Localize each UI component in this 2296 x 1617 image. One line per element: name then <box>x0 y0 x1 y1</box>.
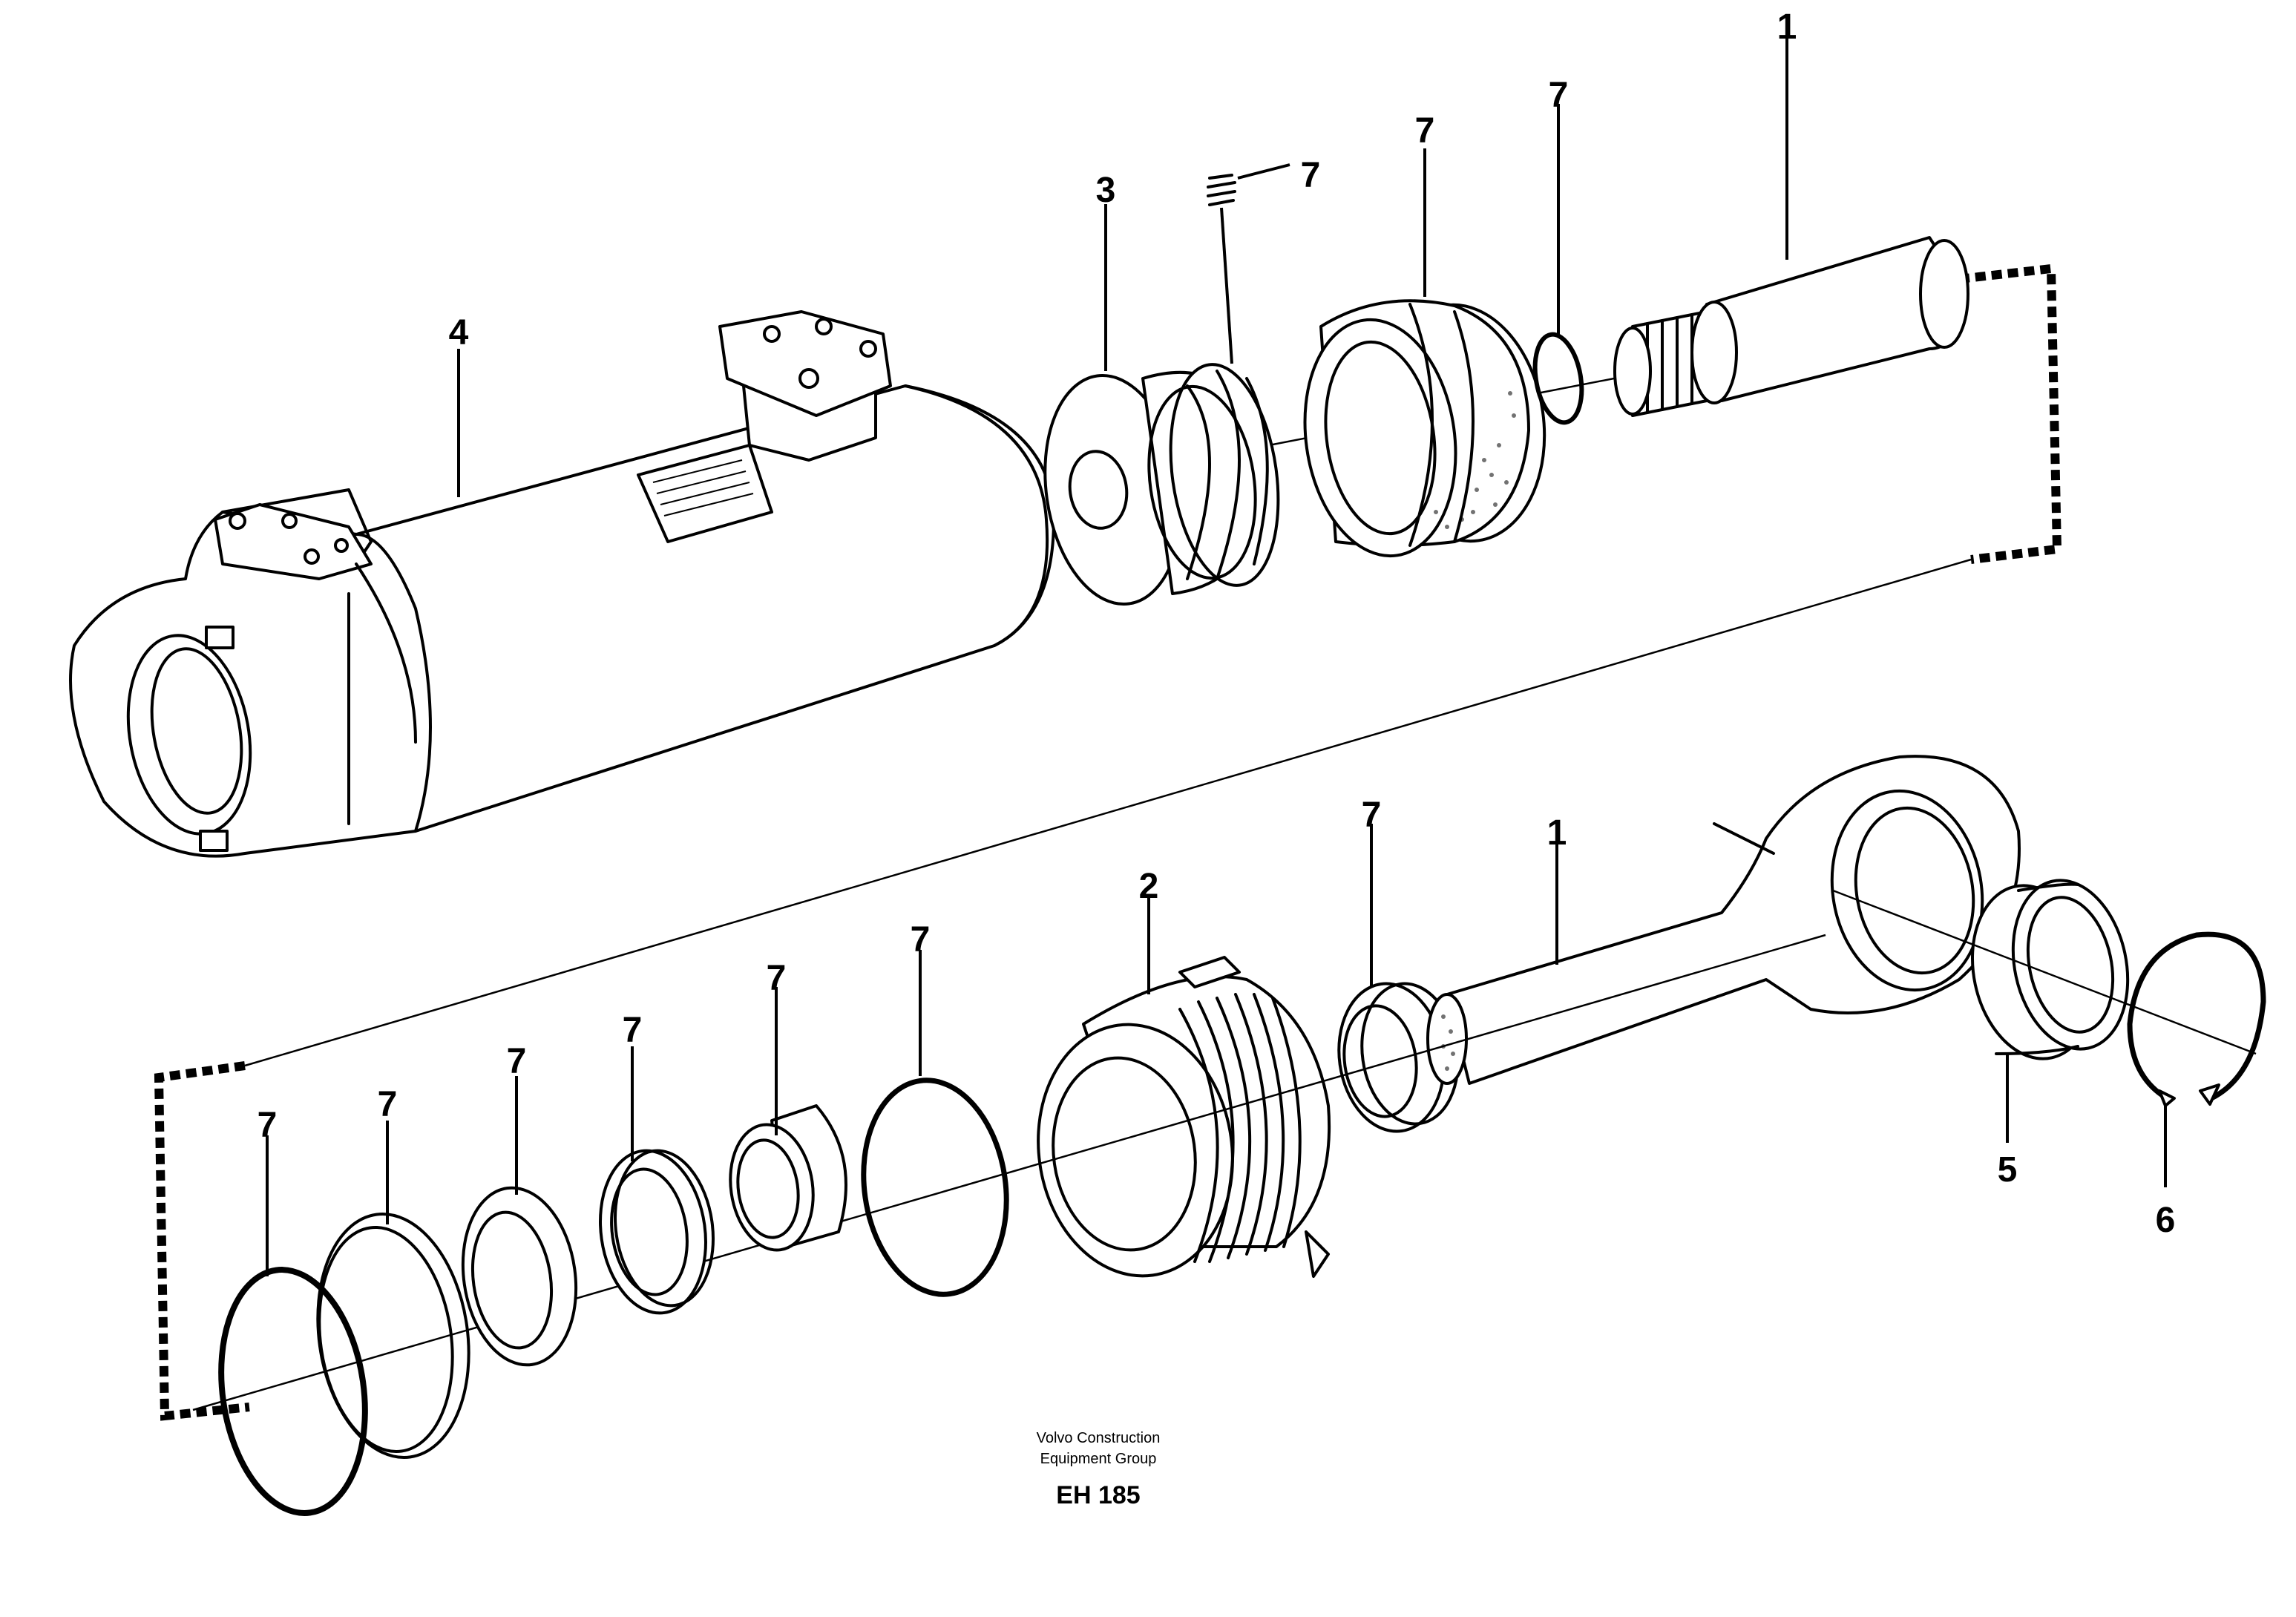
callout-rod-bottom: 1 <box>1547 813 1567 853</box>
seal-ring-a <box>218 1267 368 1516</box>
seal-ring-d <box>599 1149 715 1315</box>
callout-seal-bushing: 7 <box>767 959 787 998</box>
callout-seal-oring-large: 7 <box>911 920 931 960</box>
cylinder-head <box>1043 363 1280 606</box>
callout-piston: 2 <box>1139 867 1159 906</box>
piston-rod-bottom <box>1426 755 2021 1085</box>
seal-screw <box>1207 163 1290 364</box>
callout-seal-ring-c: 7 <box>507 1042 527 1081</box>
callout-seal-ring-b: 7 <box>378 1085 398 1124</box>
seal-bushing <box>729 1104 847 1252</box>
seal-ring-c <box>461 1186 578 1367</box>
leader-lines <box>266 30 2167 1276</box>
footer: Volvo Construction Equipment Group EH 18… <box>1037 1430 1161 1509</box>
callout-circlip: 6 <box>2156 1201 2176 1240</box>
callout-seal-ring-a: 7 <box>258 1106 278 1145</box>
footer-code: EH 185 <box>1056 1481 1140 1509</box>
seal-ring-b <box>316 1213 470 1459</box>
spherical-bearing <box>1970 879 2130 1060</box>
piston-rod-top <box>1613 236 1969 417</box>
callout-seal-ring-d: 7 <box>623 1011 643 1050</box>
piston <box>1037 956 1331 1278</box>
footer-line2: Equipment Group <box>1040 1451 1157 1467</box>
seal-oring-large <box>861 1078 1009 1297</box>
callout-bearing: 5 <box>1998 1150 2018 1190</box>
callout-cylinder-head: 3 <box>1096 171 1116 210</box>
cylinder-tube <box>69 310 1055 858</box>
bottom-assembly-axis <box>192 934 1826 1411</box>
callout-labels: 1 3 4 7 7 7 7 1 2 7 7 7 7 7 7 5 6 <box>258 7 2176 1240</box>
callout-seal-guide-ring: 7 <box>1415 111 1435 151</box>
seal-oring-top <box>1532 332 1584 425</box>
circlip <box>2127 931 2266 1107</box>
seal-guide-ring <box>1303 299 1546 558</box>
dashed-connector-frame <box>154 263 2062 1421</box>
footer-line1: Volvo Construction <box>1037 1430 1161 1446</box>
callout-rod-top: 1 <box>1777 7 1797 47</box>
callout-seal-screw: 7 <box>1301 156 1321 195</box>
callout-cylinder-tube: 4 <box>449 313 469 352</box>
callout-seal-wiper: 7 <box>1362 796 1382 835</box>
callout-seal-oring-top: 7 <box>1549 76 1569 115</box>
